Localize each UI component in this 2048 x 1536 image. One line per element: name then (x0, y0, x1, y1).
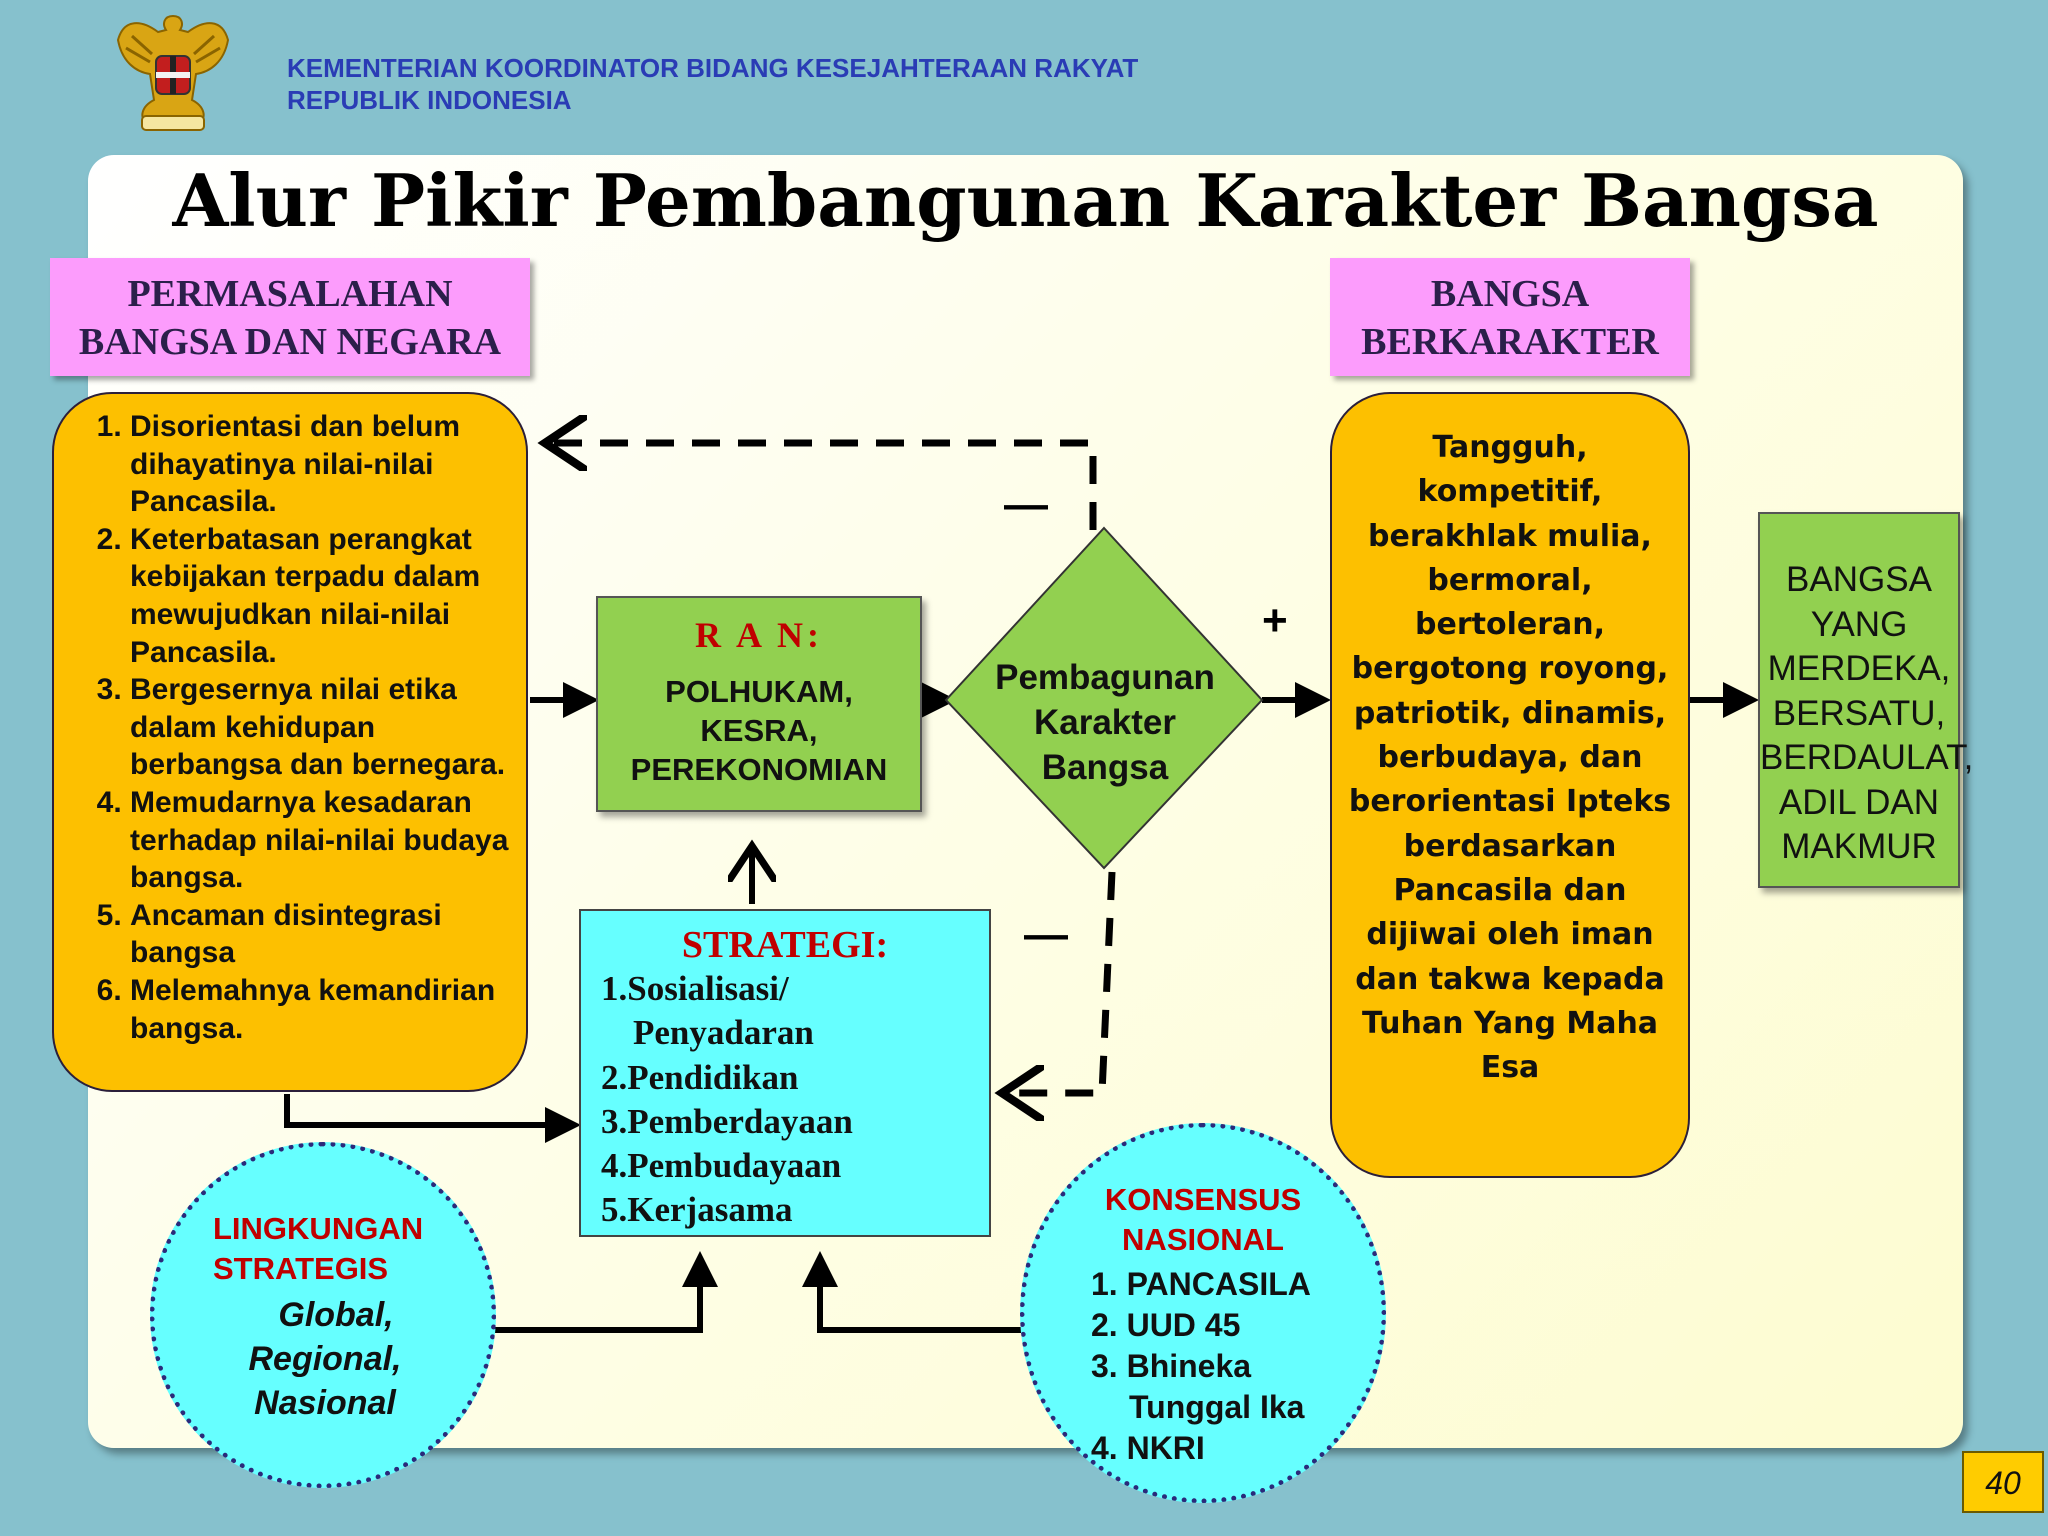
trait-line: Esa (1480, 1050, 1540, 1086)
problem-item: Keterbatasan perangkat kebijakan terpadu… (130, 521, 516, 671)
strategi-item: 2.Pendidikan (601, 1057, 799, 1097)
konsensus-title-line: KONSENSUS (1104, 1182, 1302, 1217)
konsensus-items: 1. PANCASILA 2. UUD 45 3. Bhineka Tungga… (1091, 1264, 1311, 1469)
trait-line: Tuhan Yang Maha (1361, 1005, 1659, 1041)
problems-box: Disorientasi dan belum dihayatinya nilai… (52, 392, 528, 1092)
diamond-line: Bangsa (1041, 748, 1169, 787)
problems-header-line2: BANGSA DAN NEGARA (78, 321, 502, 363)
trait-line: dan takwa kepada (1355, 961, 1665, 997)
lingkungan-title-line: LINGKUNGAN (213, 1211, 424, 1246)
trait-line: patriotik, dinamis, (1353, 695, 1667, 731)
traits-box: Tangguh, kompetitif, berakhlak mulia, be… (1330, 392, 1690, 1178)
problem-item: Memudarnya kesadaran terhadap nilai-nila… (130, 784, 516, 897)
problem-item: Disorientasi dan belum dihayatinya nilai… (130, 408, 516, 521)
problem-item: Ancaman disintegrasi bangsa (130, 897, 516, 972)
konsensus-title: KONSENSUS NASIONAL (1025, 1180, 1381, 1260)
strategi-item: 4.Pembudayaan (601, 1146, 842, 1186)
trait-line: dijiwai oleh iman (1366, 917, 1654, 953)
result-header: BANGSA BERKARAKTER (1330, 258, 1690, 376)
problems-header-line1: PERMASALAHAN (127, 273, 453, 315)
goal-box: BANGSA YANG MERDEKA, BERSATU, BERDAULAT,… (1758, 512, 1974, 888)
goal-line: BANGSA (1786, 560, 1932, 599)
goal-line: BERDAULAT, (1760, 738, 1974, 777)
ran-line: PEREKONOMIAN (630, 752, 888, 787)
garuda-emblem-logo (116, 14, 230, 131)
strategi-item: 1.Sosialisasi/ (601, 969, 789, 1008)
trait-line: bergotong royong, (1351, 651, 1669, 687)
ministry-line1: KEMENTERIAN KOORDINATOR BIDANG KESEJAHTE… (287, 53, 1139, 83)
strategi-box: STRATEGI: 1.Sosialisasi/ Penyadaran 2.Pe… (579, 909, 991, 1237)
arrow-problems-to-strategi (284, 1094, 581, 1143)
lingkungan-item: Global, (278, 1296, 394, 1334)
strategi-item: Penyadaran (633, 1013, 814, 1053)
problems-header: PERMASALAHAN BANGSA DAN NEGARA (50, 258, 530, 376)
strategi-title: STRATEGI: (681, 924, 889, 966)
trait-line: Tangguh, (1432, 430, 1588, 465)
konsensus-title-line: NASIONAL (1122, 1222, 1284, 1257)
goal-line: BERSATU, (1772, 693, 1946, 733)
ministry-line2: REPUBLIK INDONESIA (287, 85, 572, 115)
strategi-item: 5.Kerjasama (601, 1190, 793, 1230)
trait-line: bertoleran, (1415, 607, 1605, 643)
goal-line: MERDEKA, (1767, 649, 1951, 688)
arrow-konsensus-to-strategi (802, 1251, 1025, 1333)
result-header-line1: BANGSA (1430, 273, 1590, 315)
konsensus-item: 2. UUD 45 (1091, 1307, 1241, 1343)
page-number: 40 (1962, 1451, 2044, 1513)
plus-sign: + (1262, 596, 1288, 645)
konsensus-item: Tunggal Ika (1129, 1389, 1305, 1425)
lingkungan-strategis-circle: LINGKUNGAN STRATEGIS Global, Regional, N… (150, 1142, 496, 1488)
trait-line: berbudaya, dan (1377, 740, 1643, 776)
trait-line: Pancasila dan (1393, 872, 1627, 908)
result-header-line2: BERKARAKTER (1361, 321, 1659, 363)
trait-line: berakhlak mulia, (1368, 518, 1652, 554)
ran-box: R A N: POLHUKAM, KESRA, PEREKONOMIAN (596, 596, 922, 812)
goal-line: YANG (1810, 604, 1908, 644)
konsensus-item: 3. Bhineka (1091, 1348, 1252, 1384)
problem-item: Bergesernya nilai etika dalam kehidupan … (130, 671, 516, 784)
lingkungan-items: Global, Regional, Nasional (195, 1293, 455, 1425)
dashed-feedback-bottom (1002, 871, 1116, 1093)
ministry-header: KEMENTERIAN KOORDINATOR BIDANG KESEJAHTE… (287, 52, 1138, 116)
lingkungan-title: LINGKUNGAN STRATEGIS (213, 1209, 423, 1289)
trait-line: kompetitif, (1417, 474, 1603, 510)
konsensus-nasional-circle: KONSENSUS NASIONAL 1. PANCASILA 2. UUD 4… (1020, 1123, 1386, 1503)
ran-line: KESRA, (700, 713, 818, 748)
ran-title: R A N: (694, 615, 823, 655)
diamond-line: Pembagunan (995, 658, 1215, 697)
problem-item: Melemahnya kemandirian bangsa. (130, 972, 516, 1047)
trait-line: berdasarkan (1403, 828, 1617, 864)
lingkungan-item: Nasional (254, 1384, 396, 1422)
problems-list: Disorientasi dan belum dihayatinya nilai… (90, 408, 516, 1047)
minus-sign-top: — (1004, 480, 1048, 529)
lingkungan-title-line: STRATEGIS (213, 1251, 389, 1286)
ran-body: POLHUKAM, KESRA, PEREKONOMIAN (598, 672, 920, 789)
goal-line: MAKMUR (1781, 827, 1937, 866)
diamond-shape (944, 526, 1264, 870)
diamond-line: Karakter (1033, 703, 1177, 742)
konsensus-item: 4. NKRI (1091, 1430, 1205, 1466)
diamond-label: Pembagunan Karakter Bangsa (960, 655, 1250, 790)
strategi-item: 3.Pemberdayaan (601, 1101, 853, 1141)
minus-sign-bottom: — (1024, 910, 1068, 959)
konsensus-item: 1. PANCASILA (1091, 1266, 1311, 1302)
strategi-list: 1.Sosialisasi/ Penyadaran 2.Pendidikan 3… (601, 967, 989, 1233)
arrow-lingkungan-to-strategi (495, 1251, 718, 1333)
slide-title: Alur Pikir Pembangunan Karakter Bangsa (172, 158, 1879, 243)
goal-line: ADIL DAN (1778, 782, 1940, 822)
ran-line: POLHUKAM, (665, 674, 853, 709)
trait-line: bermoral, (1427, 562, 1593, 598)
lingkungan-item: Regional, (248, 1340, 402, 1378)
trait-line: berorientasi Ipteks (1348, 784, 1672, 820)
